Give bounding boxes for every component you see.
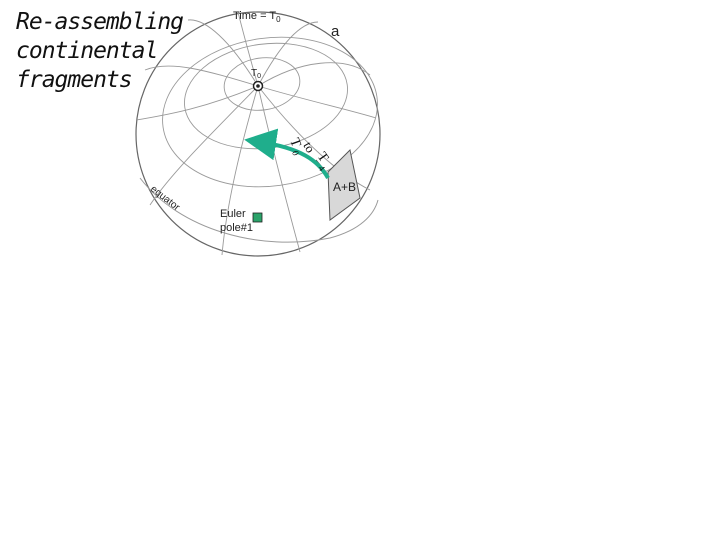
slide-title: Re-assembling continental fragments [16, 8, 206, 95]
rotation-arrow [244, 128, 330, 180]
euler-label-line-2: pole#1 [220, 222, 253, 234]
euler-label-line-1: Euler [220, 208, 246, 220]
meridian-lines [136, 11, 377, 256]
equator-label: equator [148, 184, 182, 214]
latitude-lines [162, 36, 378, 188]
arrow-label-char: 4 [316, 163, 327, 173]
arrow-label-char: T [286, 136, 303, 150]
pole-label: T0 [251, 68, 261, 80]
panel-letter: a [331, 23, 340, 40]
title-line-3: fragments [16, 67, 133, 93]
arrow-label-char: 0 [290, 149, 301, 157]
time-label: Time = T0 [233, 10, 281, 24]
block-label: A+B [333, 180, 356, 194]
title-line-2: continental [16, 38, 158, 64]
continent-block [327, 148, 361, 221]
equator-line [139, 177, 379, 243]
title-line-1: Re-assembling [16, 9, 184, 35]
euler-pole-marker [252, 212, 263, 223]
globe-outline [135, 11, 381, 257]
arrow-label: T 0 to T 4 [286, 136, 331, 173]
